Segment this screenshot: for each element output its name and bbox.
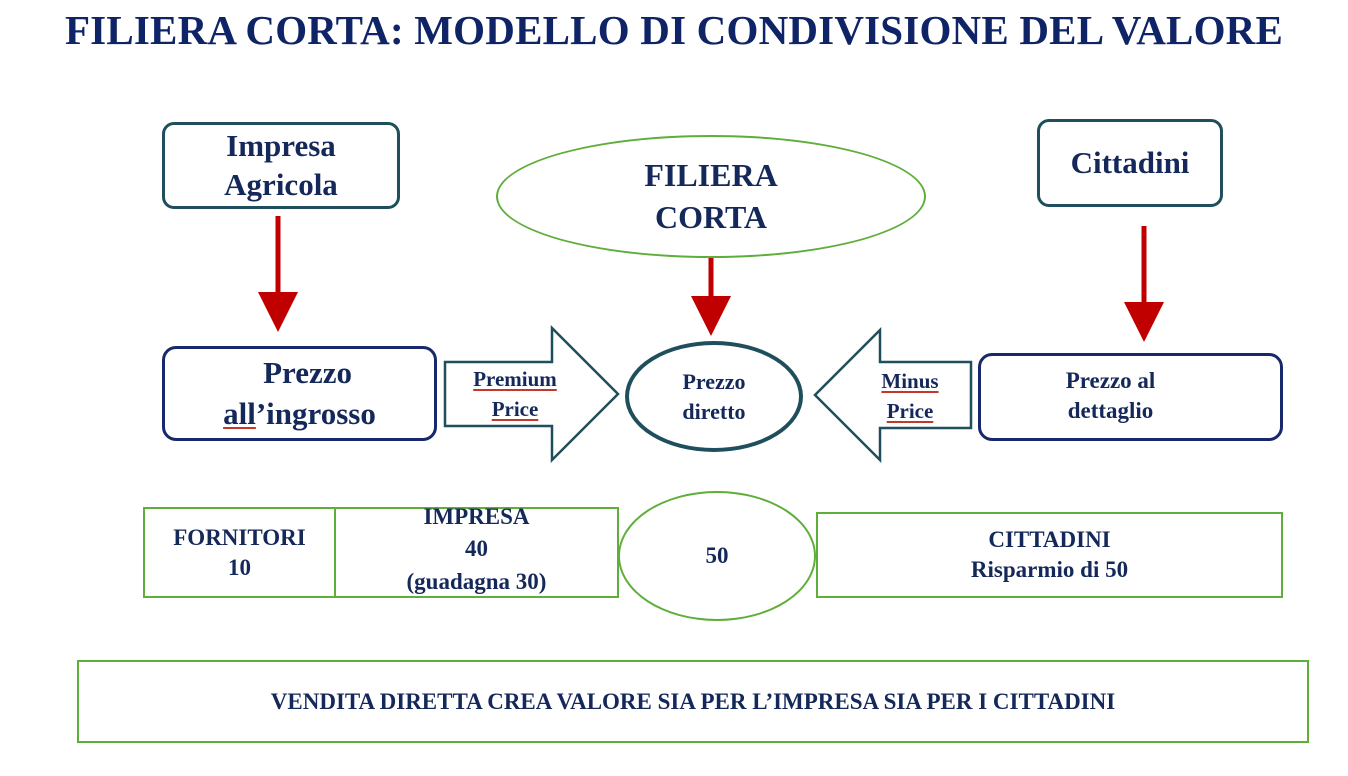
minus-price-arrow-icon xyxy=(813,326,973,464)
impresa-agricola-box: Impresa Agricola xyxy=(162,122,400,209)
cittadini-box: Cittadini xyxy=(1037,119,1223,207)
minus-line1: Minus xyxy=(881,368,939,393)
impresa-cell-label: IMPRESA xyxy=(423,504,530,530)
impresa-line1: Impresa xyxy=(226,127,336,163)
dettaglio-line2: dettaglio xyxy=(1067,397,1154,423)
prezzo-ingrosso-box: Prezzo all’ingrosso xyxy=(162,346,437,441)
diretto-line2: diretto xyxy=(682,398,746,424)
center-value: 50 xyxy=(705,543,729,569)
fornitori-value: 10 xyxy=(228,554,251,580)
ingrosso-line2b: ’ingrosso xyxy=(255,395,376,431)
premium-price-label: Premium Price xyxy=(448,362,582,426)
cittadini-label: Cittadini xyxy=(1070,144,1190,180)
ingrosso-line2a: all xyxy=(223,395,256,431)
minus-line2: Price xyxy=(886,399,934,423)
diretto-line1: Prezzo xyxy=(682,368,746,394)
premium-line2: Price xyxy=(491,397,539,421)
minus-price-label: Minus Price xyxy=(855,364,965,428)
cittadini-cell-note: Risparmio di 50 xyxy=(970,557,1129,582)
impresa-cell-note: (guadagna 30) xyxy=(406,568,547,594)
conclusion-text: VENDITA DIRETTA CREA VALORE SIA PER L’IM… xyxy=(270,688,1116,714)
center-value-ellipse: 50 xyxy=(618,491,816,621)
diagram-title: FILIERA CORTA: MODELLO DI CONDIVISIONE D… xyxy=(64,7,1284,53)
cittadini-cell-label: CITTADINI xyxy=(988,527,1111,553)
cittadini-cell: CITTADINI Risparmio di 50 xyxy=(816,512,1283,598)
filiera-corta-ellipse: FILIERA CORTA xyxy=(496,135,926,258)
premium-line1: Premium xyxy=(473,366,557,391)
impresa-cell-value: 40 xyxy=(464,536,488,562)
filiera-line2: CORTA xyxy=(654,198,768,235)
impresa-line2: Agricola xyxy=(224,166,338,202)
prezzo-dettaglio-box: Prezzo al dettaglio xyxy=(978,353,1283,441)
impresa-cell: IMPRESA 40 (guadagna 30) xyxy=(334,504,619,598)
dettaglio-line1: Prezzo al xyxy=(1065,368,1156,393)
conclusion-box: VENDITA DIRETTA CREA VALORE SIA PER L’IM… xyxy=(77,660,1309,743)
prezzo-diretto-ellipse: Prezzo diretto xyxy=(625,341,803,452)
fornitori-label: FORNITORI xyxy=(173,524,306,550)
ingrosso-line1: Prezzo xyxy=(263,355,353,391)
fornitori-cell: FORNITORI 10 xyxy=(143,507,336,598)
premium-price-arrow-icon xyxy=(443,324,620,464)
filiera-line1: FILIERA xyxy=(644,156,778,193)
